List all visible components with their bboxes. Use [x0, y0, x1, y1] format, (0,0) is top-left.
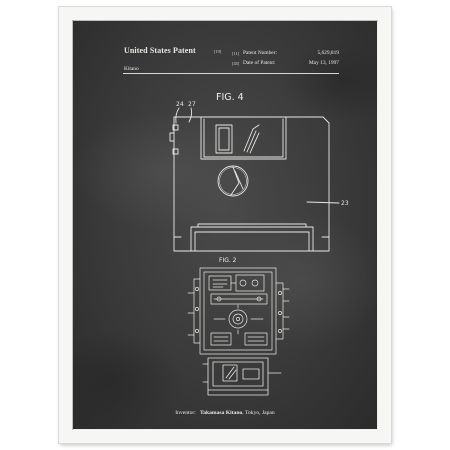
- svg-text:·: ·: [290, 288, 291, 292]
- chalkboard-patent-print: United States Patent [19] Kitano [11] Pa…: [73, 21, 377, 429]
- inventor-label: Inventor:: [175, 410, 196, 416]
- inventor-name: Takamasa Kitano: [200, 410, 243, 416]
- date-of-patent-label: Date of Patent:: [243, 60, 276, 66]
- ref-numeral-24: 24: [176, 101, 184, 108]
- leader-lines: [175, 107, 340, 204]
- title-code: [19]: [214, 49, 222, 54]
- inventor-footer: Inventor: Takamasa Kitano, Tokyo, Japan: [73, 410, 377, 416]
- white-picture-frame: United States Patent [19] Kitano [11] Pa…: [59, 7, 391, 443]
- date-of-patent-value: May 13, 1997: [308, 60, 339, 66]
- chalk-texture: [73, 41, 377, 429]
- floppy-disk-drawing-icon: [169, 116, 330, 252]
- header-divider: [123, 73, 339, 74]
- inventor-location: , Tokyo, Japan: [242, 410, 275, 416]
- cartridge-end-view-drawing-icon: [202, 357, 282, 396]
- disk-drive-mechanism-drawing-icon: ·: [187, 267, 291, 355]
- date-code: [45]: [232, 61, 240, 66]
- ref-numeral-27: 27: [188, 101, 196, 108]
- patent-title: United States Patent: [124, 46, 196, 55]
- patent-number-value: 5,629,819: [317, 50, 339, 56]
- patent-number-label: Patent Number:: [243, 50, 277, 56]
- inventor-short-name: Kitano: [124, 66, 139, 72]
- ref-numeral-23: 23: [341, 200, 349, 207]
- patent-number-code: [11]: [232, 51, 240, 56]
- fig4-label: FIG. 4: [216, 92, 244, 103]
- fig2-label: FIG. 2: [219, 257, 237, 264]
- patent-drawing: FIG. 4 24 27 23: [169, 92, 349, 396]
